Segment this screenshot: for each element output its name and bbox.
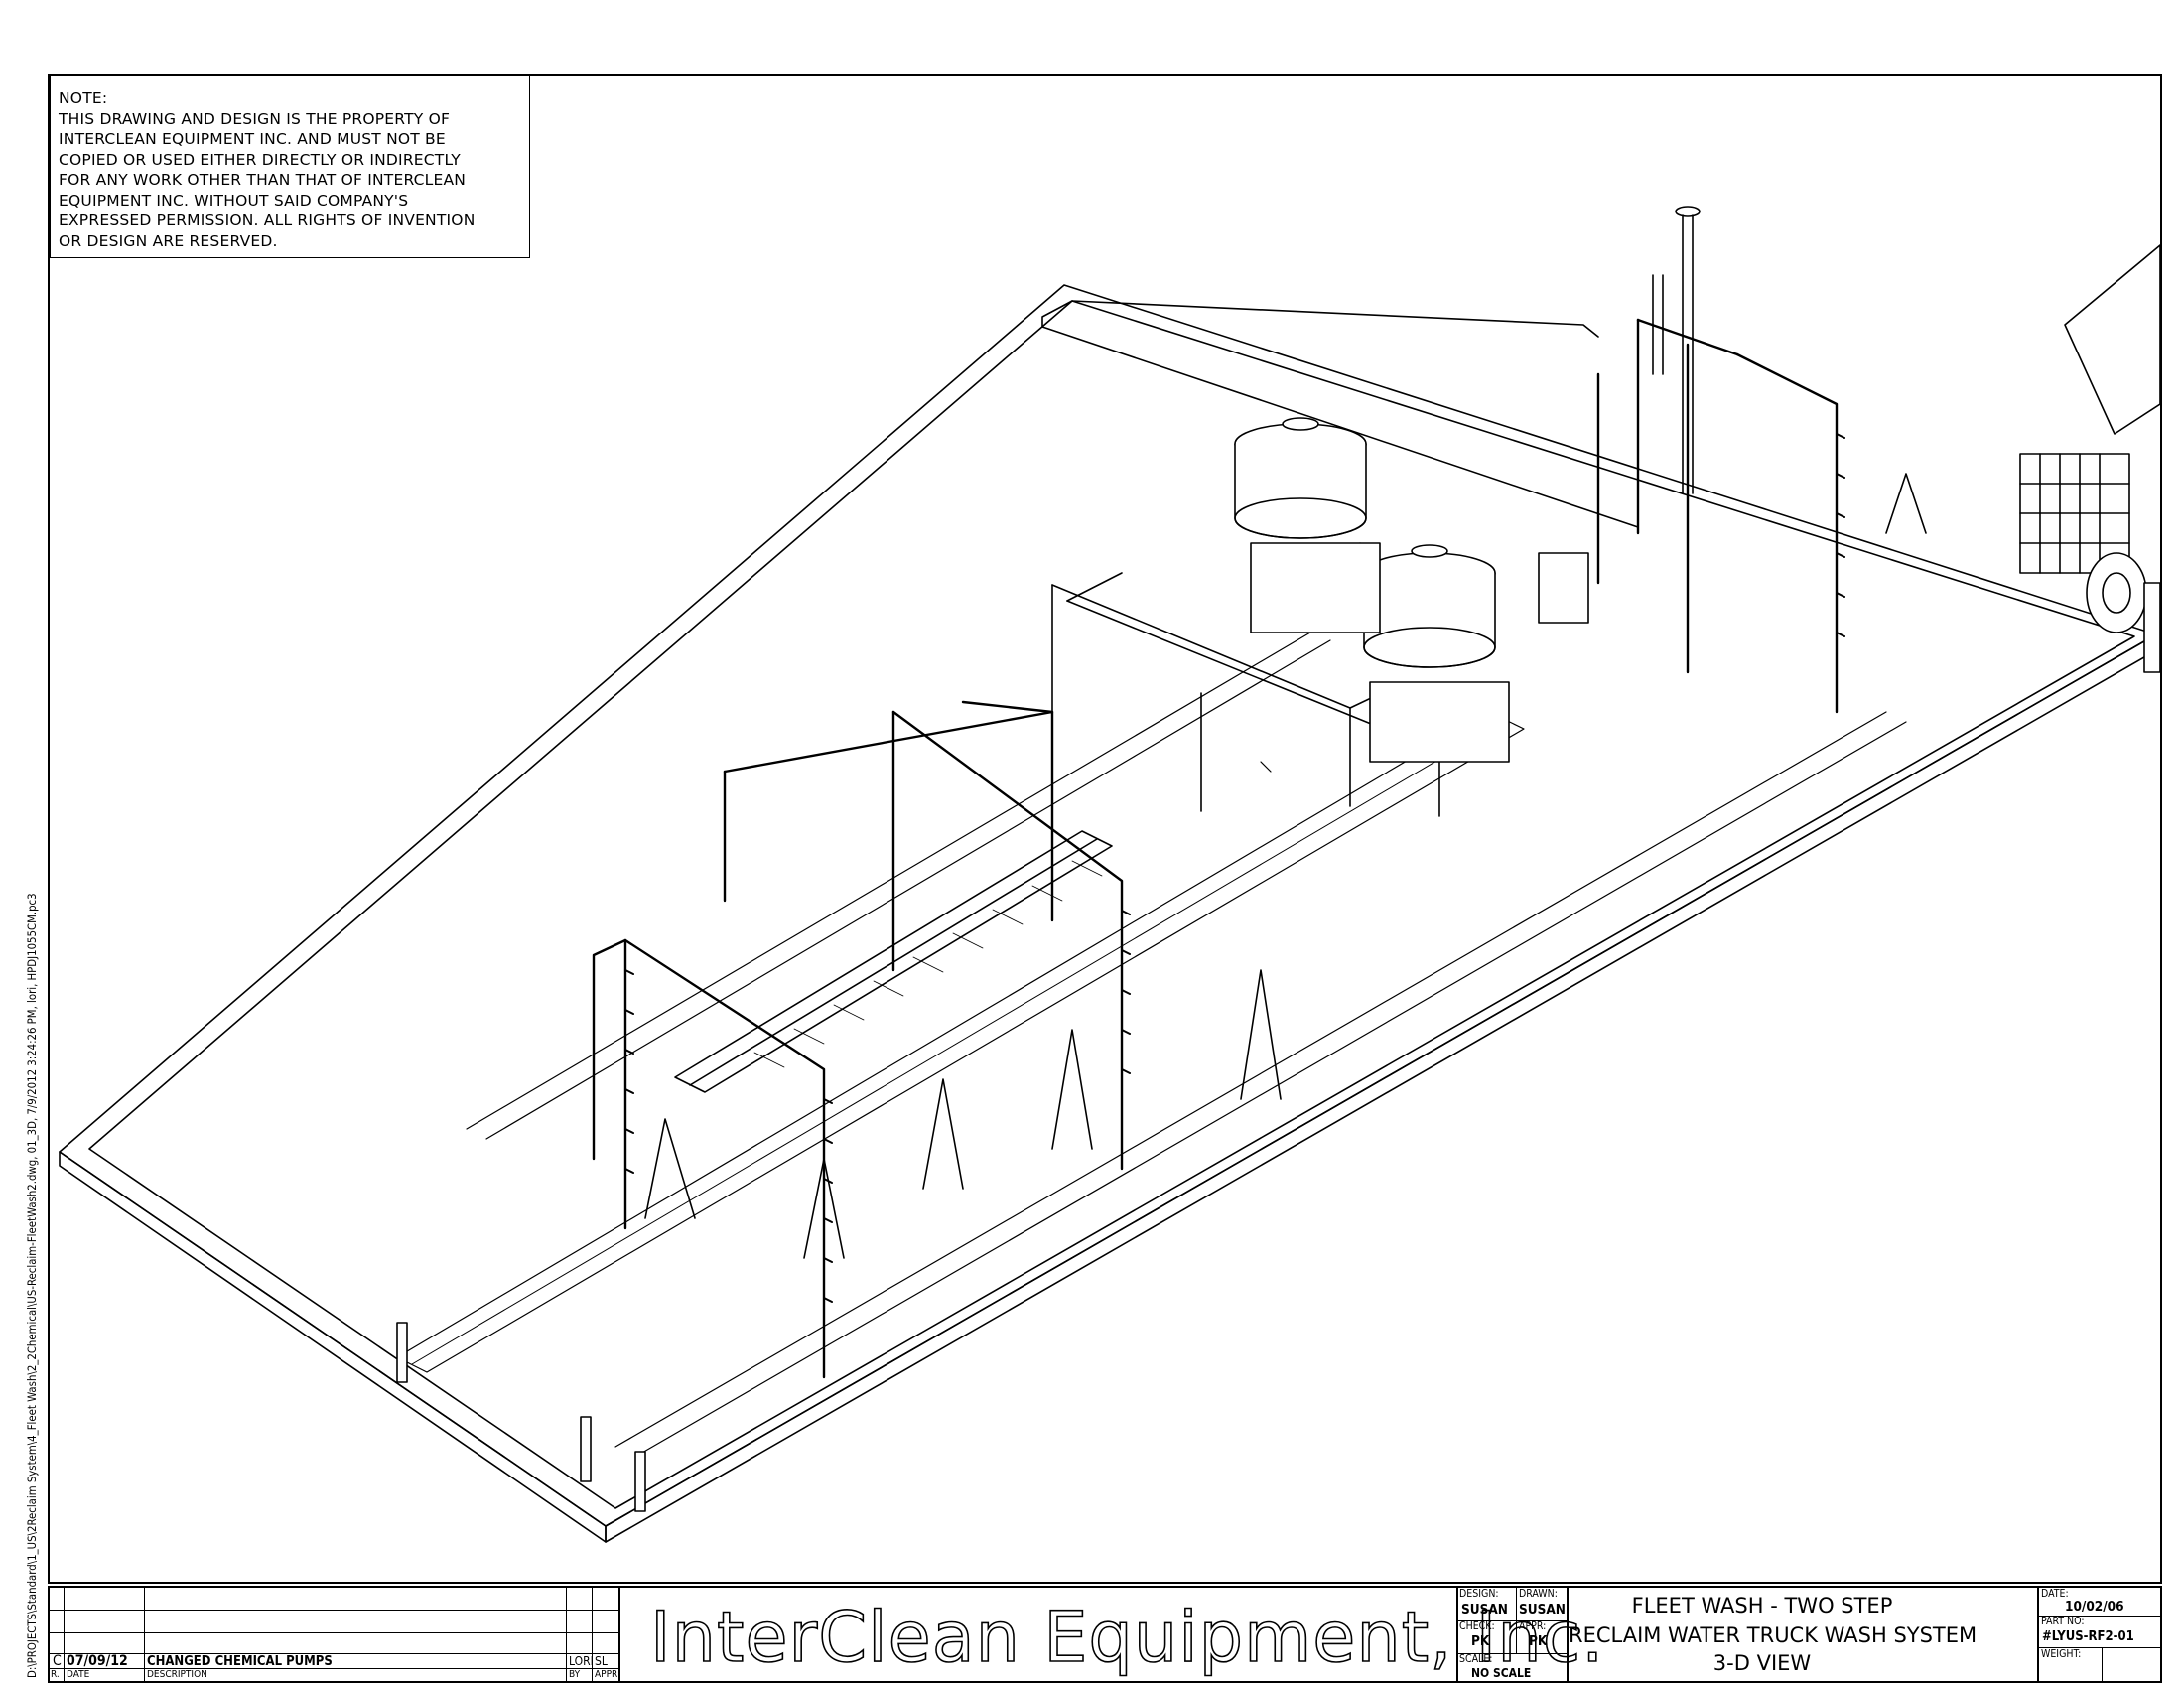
rev-row-line bbox=[50, 1610, 618, 1611]
scale-value: NO SCALE bbox=[1471, 1666, 1532, 1680]
signoff-row-line bbox=[1457, 1653, 1567, 1654]
rev-col-line bbox=[566, 1588, 567, 1683]
design-value: SUSAN bbox=[1461, 1602, 1508, 1618]
by-header: BY bbox=[569, 1669, 581, 1680]
check-value: PK bbox=[1471, 1633, 1490, 1649]
weight-label: WEIGHT: bbox=[2041, 1648, 2082, 1660]
rev-by: LORI bbox=[569, 1654, 594, 1668]
rev-date: 07/09/12 bbox=[67, 1653, 128, 1669]
rev-col-line bbox=[64, 1588, 65, 1683]
file-path-stamp: D:\PROJECTS\Standard\1_US\2Reclaim Syste… bbox=[26, 893, 39, 1678]
info-divider bbox=[2037, 1588, 2039, 1683]
drawing-border bbox=[48, 74, 2162, 1584]
rev-row-line bbox=[50, 1668, 618, 1669]
appr-header: APPR bbox=[595, 1669, 618, 1680]
scale-label: SCALE: bbox=[1459, 1653, 1493, 1665]
note-line: EXPRESSED PERMISSION. ALL RIGHTS OF INVE… bbox=[59, 211, 476, 229]
filter-tanks bbox=[1234, 417, 1589, 763]
part-label: PART NO: bbox=[2041, 1616, 2085, 1627]
rev-row-line bbox=[50, 1632, 618, 1633]
rev-letter: C bbox=[53, 1653, 62, 1669]
info-row-line bbox=[2038, 1616, 2162, 1617]
note-line: INTERCLEAN EQUIPMENT INC. AND MUST NOT B… bbox=[59, 130, 446, 148]
signoff-row-line bbox=[1457, 1620, 1567, 1621]
date-value: 10/02/06 bbox=[2065, 1599, 2124, 1615]
note-line: FOR ANY WORK OTHER THAN THAT OF INTERCLE… bbox=[59, 171, 467, 189]
check-label: CHECK: bbox=[1459, 1620, 1495, 1632]
description-header: DESCRIPTION bbox=[147, 1669, 207, 1680]
title-block: C 07/09/12 CHANGED CHEMICAL PUMPS LORI S… bbox=[48, 1586, 2162, 1683]
date-label: DATE: bbox=[2041, 1588, 2069, 1600]
info-row-line bbox=[2038, 1647, 2162, 1648]
rev-description: CHANGED CHEMICAL PUMPS bbox=[147, 1654, 333, 1669]
rev-col-line bbox=[144, 1588, 145, 1683]
rev-row-line bbox=[50, 1653, 618, 1654]
appr-value: PK bbox=[1529, 1633, 1548, 1649]
rev-divider bbox=[618, 1588, 620, 1683]
equipment-room bbox=[1051, 542, 1440, 817]
property-note: NOTE: THIS DRAWING AND DESIGN IS THE PRO… bbox=[50, 75, 530, 258]
title-line-2: RECLAIM WATER TRUCK WASH SYSTEM bbox=[1569, 1623, 1978, 1647]
appr-label: APPR: bbox=[1519, 1620, 1547, 1632]
drawn-label: DRAWN: bbox=[1519, 1588, 1558, 1600]
note-line: EQUIPMENT INC. WITHOUT SAID COMPANY'S bbox=[59, 191, 409, 210]
concrete-slab bbox=[59, 284, 2157, 1543]
truck-outline bbox=[2019, 244, 2160, 673]
date-header: DATE bbox=[67, 1669, 90, 1680]
rev-col-line bbox=[592, 1588, 593, 1683]
nozzle-array bbox=[624, 433, 1845, 1303]
rev-appr: SL bbox=[595, 1654, 608, 1668]
part-value: #LYUS-RF2-01 bbox=[2042, 1629, 2134, 1644]
note-line: NOTE: bbox=[59, 89, 108, 107]
note-line: OR DESIGN ARE RESERVED. bbox=[59, 231, 278, 250]
title-divider bbox=[1567, 1588, 1569, 1683]
isometric-wash-bay-drawing bbox=[59, 206, 2160, 1543]
drawn-value: SUSAN bbox=[1519, 1602, 1566, 1618]
vent-stack bbox=[1652, 206, 1701, 494]
title-line-1: FLEET WASH - TWO STEP bbox=[1631, 1594, 1893, 1618]
floor-rails bbox=[466, 632, 1907, 1458]
info-col-line bbox=[2102, 1647, 2103, 1683]
rev-header: R. bbox=[51, 1669, 60, 1680]
title-line-3: 3-D VIEW bbox=[1712, 1651, 1812, 1675]
bollards bbox=[396, 1322, 646, 1512]
company-name: InterClean Equipment, Inc. bbox=[649, 1596, 1605, 1679]
note-line: COPIED OR USED EITHER DIRECTLY OR INDIRE… bbox=[59, 150, 461, 169]
wash-arches bbox=[592, 318, 1839, 1379]
note-line: THIS DRAWING AND DESIGN IS THE PROPERTY … bbox=[59, 109, 451, 128]
support-legs bbox=[644, 473, 1927, 1259]
signoff-divider bbox=[1456, 1588, 1458, 1683]
design-label: DESIGN: bbox=[1459, 1588, 1499, 1600]
